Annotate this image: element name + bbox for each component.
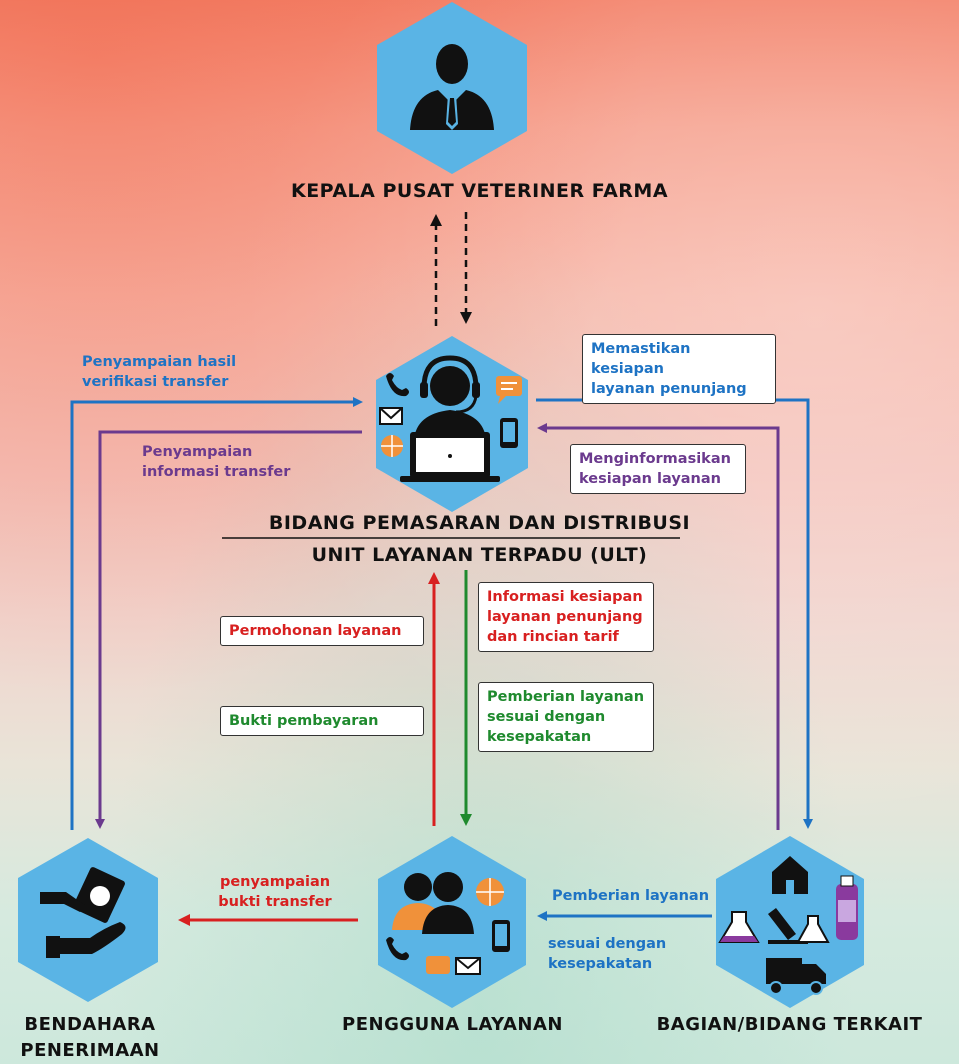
user-label: PENGGUNA LAYANAN xyxy=(342,1014,563,1035)
readiness-info-line3: dan rincian tarif xyxy=(487,629,619,645)
treasurer-label-line1: BENDAHARA xyxy=(24,1014,156,1035)
user-group-icon xyxy=(386,872,510,975)
dept-provision-line2: sesuai dengan xyxy=(548,936,667,952)
businessman-icon xyxy=(410,44,494,130)
service-provision-line3: kesepakatan xyxy=(487,729,592,745)
dept-provision-line3: kesepakatan xyxy=(548,956,653,972)
dept-hexagon xyxy=(716,836,864,1008)
treasurer-label-line2: PENERIMAAN xyxy=(20,1040,160,1061)
ult-label-line2: UNIT LAYANAN TERPADU (ULT) xyxy=(311,544,648,566)
service-provision-box: Pemberian layanan sesuai dengan kesepaka… xyxy=(478,682,654,752)
dept-label: BAGIAN/BIDANG TERKAIT xyxy=(656,1014,923,1035)
request-text: Permohonan layanan xyxy=(229,623,402,639)
transfer-proof-line2: bukti transfer xyxy=(218,894,332,910)
ult-label-line1: BIDANG PEMASARAN DAN DISTRIBUSI xyxy=(268,512,691,534)
head-label: KEPALA PUSAT VETERINER FARMA xyxy=(290,180,669,202)
proof-box: Bukti pembayaran xyxy=(220,706,424,736)
transfer-info-label-line2: informasi transfer xyxy=(142,464,291,480)
readiness-info-line2: layanan penunjang xyxy=(487,609,643,625)
ensure-readiness-line2: layanan penunjang xyxy=(591,381,747,397)
service-provision-line1: Pemberian layanan xyxy=(487,689,645,705)
readiness-info-box: Informasi kesiapan layanan penunjang dan… xyxy=(478,582,654,652)
verification-label-line2: verifikasi transfer xyxy=(82,374,229,390)
service-provision-line2: sesuai dengan xyxy=(487,709,606,725)
dept-provision-label-bottom: sesuai dengan kesepakatan xyxy=(548,934,666,974)
payment-hand-icon xyxy=(40,867,126,958)
arrow-inform-to-ult xyxy=(537,423,780,830)
treasurer-hexagon xyxy=(18,838,158,1002)
transfer-info-label-line1: Penyampaian xyxy=(142,444,253,460)
transfer-proof-label: penyampaian bukti transfer xyxy=(200,872,350,912)
transfer-proof-line1: penyampaian xyxy=(219,874,331,890)
verification-label: Penyampaian hasil verifikasi transfer xyxy=(82,352,236,392)
dept-provision-line1: Pemberian layanan xyxy=(552,888,710,904)
arrow-verification-to-ult xyxy=(70,397,363,830)
verification-label-line1: Penyampaian hasil xyxy=(82,354,237,370)
laboratory-icon xyxy=(718,856,858,995)
proof-text: Bukti pembayaran xyxy=(229,713,379,729)
inform-readiness-box: Menginformasikan kesiapan layanan xyxy=(570,444,746,494)
ensure-readiness-line1: Memastikan kesiapan xyxy=(591,341,691,377)
call-center-agent-icon xyxy=(379,355,522,482)
inform-readiness-line2: kesiapan layanan xyxy=(579,471,721,487)
dept-provision-label-top: Pemberian layanan xyxy=(552,886,709,906)
readiness-info-line1: Informasi kesiapan xyxy=(487,589,643,605)
arrow-info-to-treasurer xyxy=(95,430,362,829)
request-box: Permohonan layanan xyxy=(220,616,424,646)
inform-readiness-line1: Menginformasikan xyxy=(579,451,731,467)
ensure-readiness-box: Memastikan kesiapan layanan penunjang xyxy=(582,334,776,404)
head-hexagon xyxy=(377,2,527,174)
transfer-info-label: Penyampaian informasi transfer xyxy=(142,442,290,482)
